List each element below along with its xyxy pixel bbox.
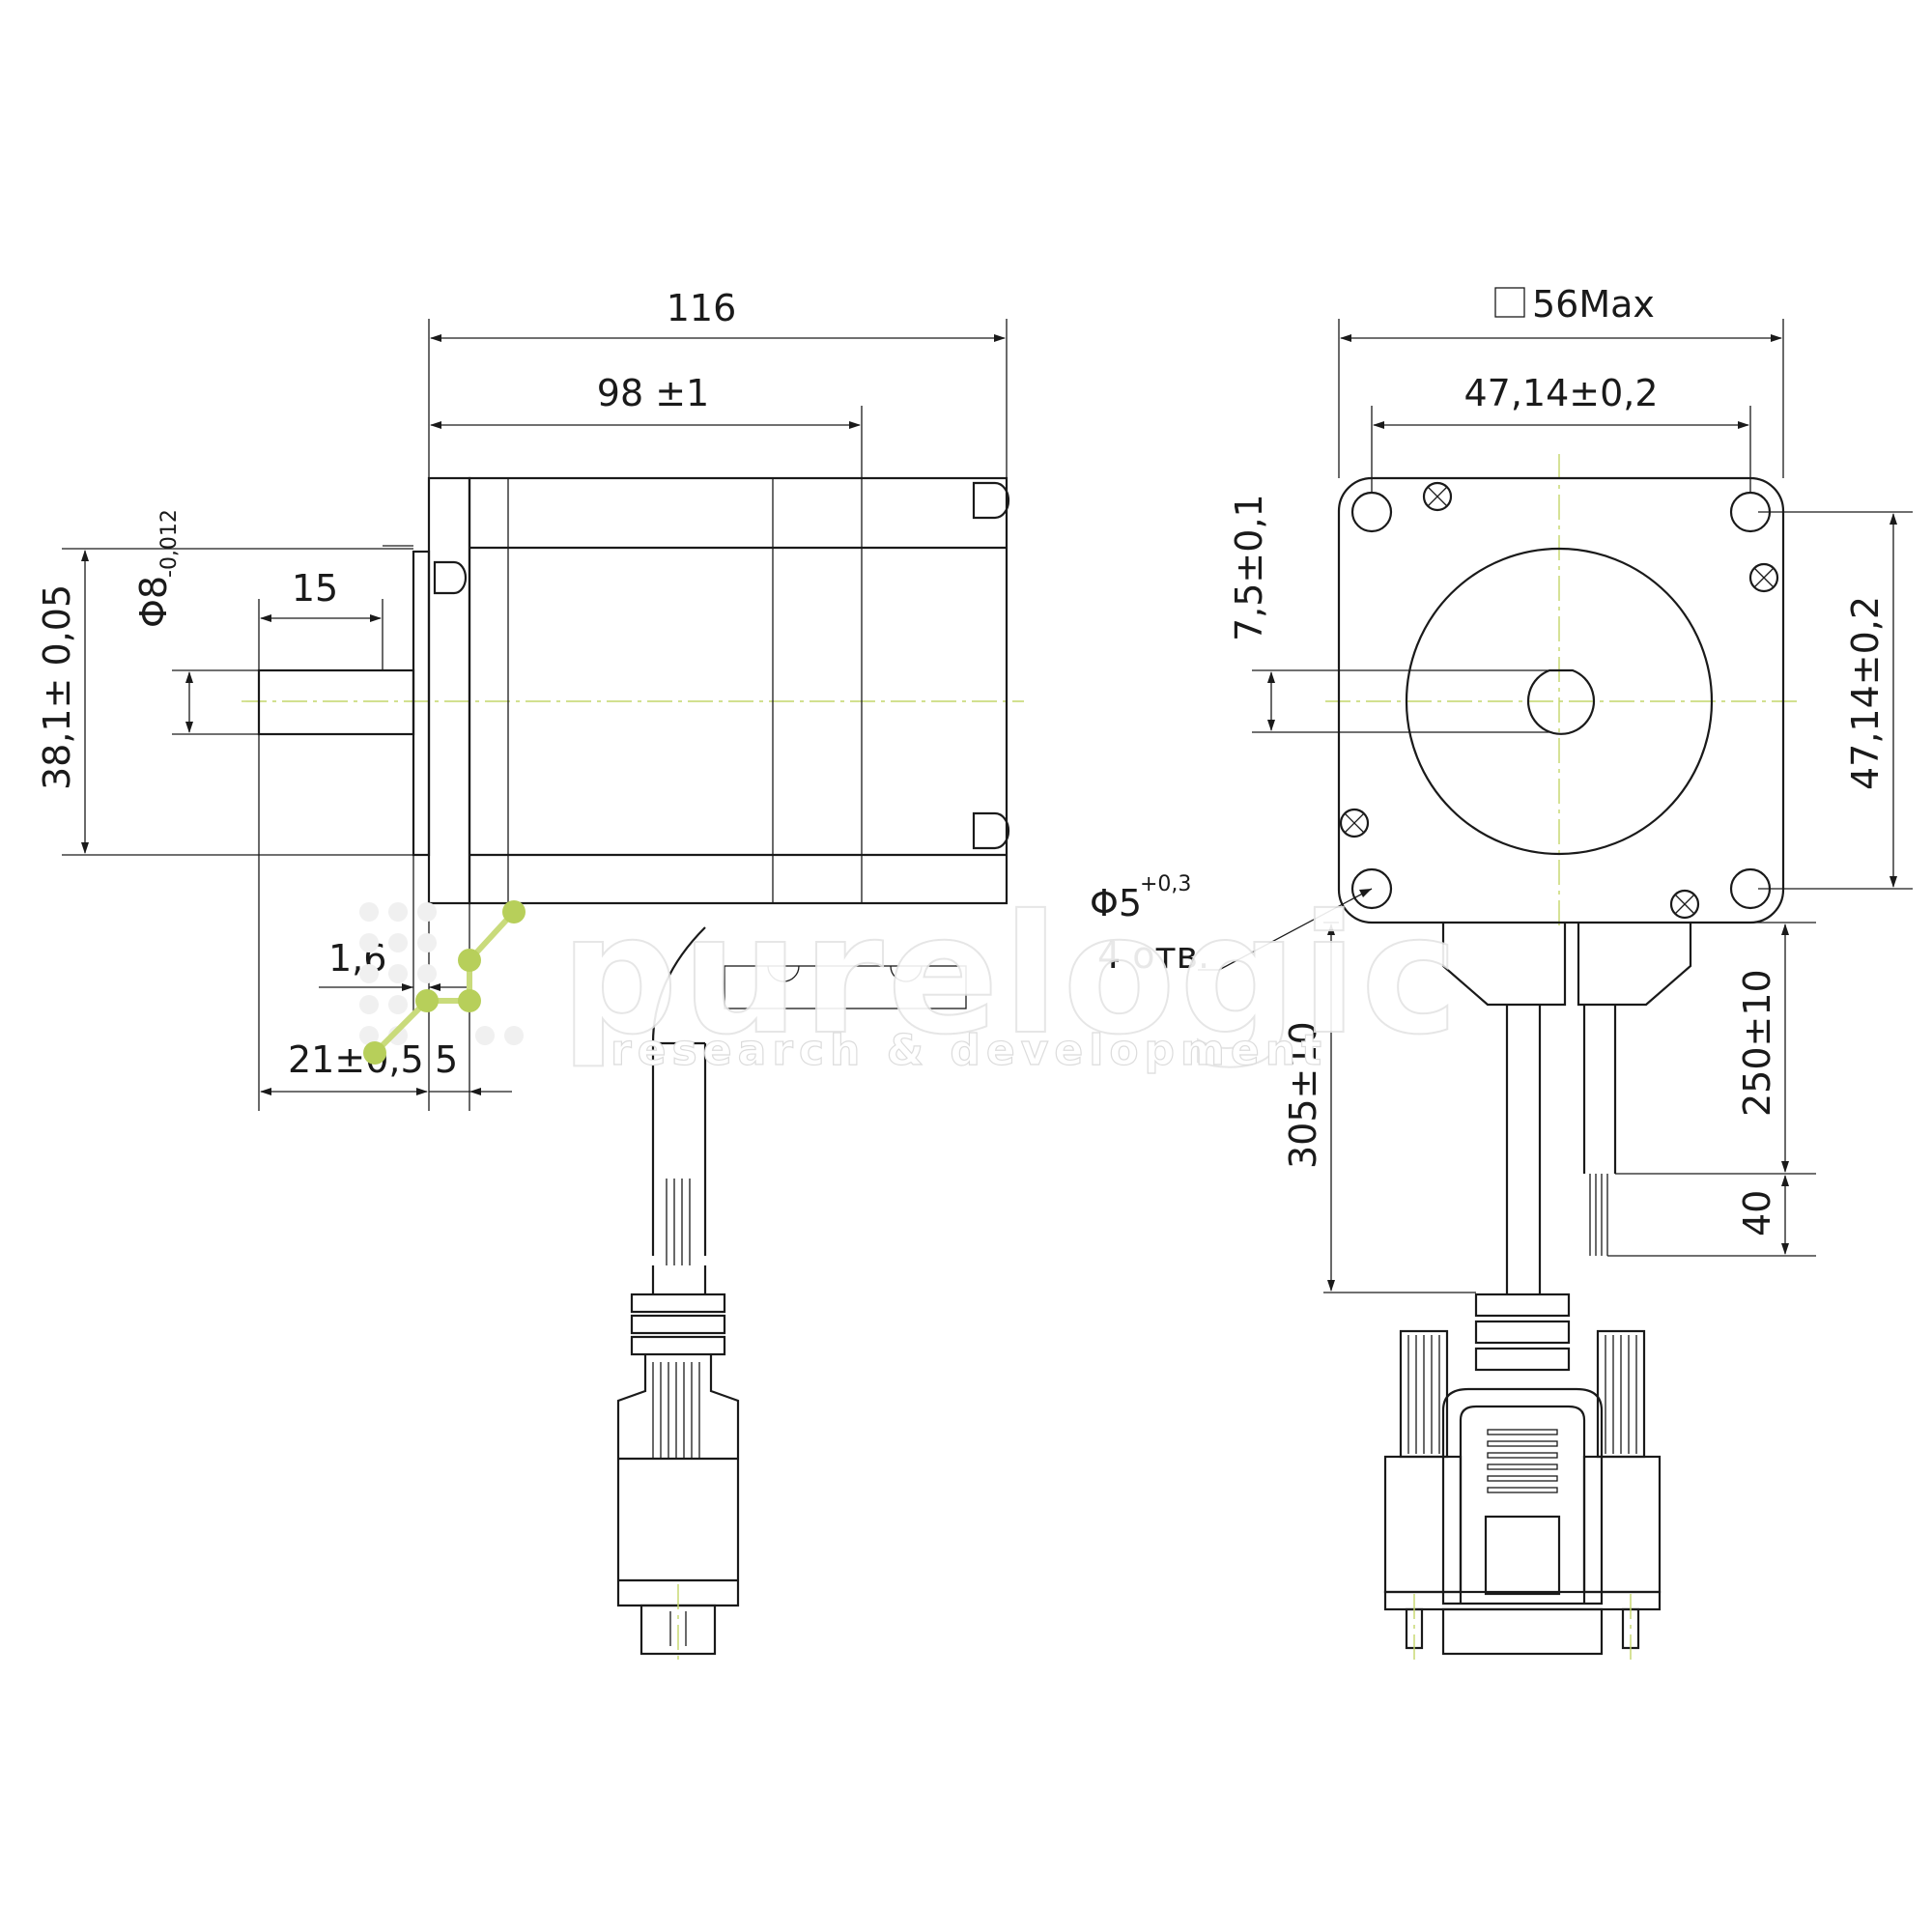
label-pilot-diameter: 38,1± 0,05: [36, 584, 78, 790]
label-hole-spacing-v: 47,14±0,2: [1844, 596, 1887, 790]
label-shaft-overall: 21±0,5: [288, 1038, 424, 1081]
front-flange: [427, 476, 471, 905]
label-shaft-diameter: Φ8: [132, 576, 175, 628]
label-body-length: 98 ±1: [597, 372, 709, 414]
mounting-hole: [1350, 867, 1393, 910]
screw-icon: [1422, 481, 1453, 512]
label-hole-count: 4 отв.: [1097, 934, 1209, 977]
mounting-hole: [1350, 491, 1393, 533]
label-pilot-length: 5: [435, 1038, 458, 1081]
label-shaft-diameter-group: Φ8 -0,012: [132, 509, 182, 628]
label-flat-depth: 7,5±0,1: [1228, 494, 1270, 641]
shaft-flat: [1526, 668, 1596, 735]
logo-network-icon: [363, 900, 526, 1065]
screw-icon: [1748, 562, 1779, 593]
watermark-tagline: research & development: [611, 1026, 1327, 1075]
square-symbol-icon: [1494, 287, 1525, 318]
label-hole-diameter: Φ5: [1090, 882, 1142, 924]
screw-icon: [1339, 808, 1370, 838]
pilot: [412, 550, 431, 857]
label-cable-motor: 250±10: [1736, 969, 1778, 1117]
label-hole-diameter-tol: +0,3: [1140, 872, 1191, 896]
label-shaft-diameter-tol: -0,012: [157, 509, 182, 578]
label-overall-length: 116: [667, 287, 737, 329]
watermark: purelogic research & development: [359, 879, 1463, 1076]
pilot-circle: [1405, 547, 1714, 856]
motor-body: [468, 476, 1009, 905]
shaft: [257, 668, 415, 736]
label-cable-encoder: 305±10: [1282, 1021, 1324, 1169]
watermark-brand: purelogic: [560, 880, 1463, 1071]
side-view: 116 98 ±1 15 Φ8 -0,012 38,1± 0,05 1,6 21…: [36, 287, 1024, 1662]
logo-dots-icon: [359, 902, 524, 1045]
label-shaft-length: 15: [292, 567, 338, 610]
label-hole-spacing-h: 47,14±0,2: [1463, 372, 1658, 414]
label-square-size: 56Max: [1532, 283, 1655, 326]
screw-icon: [1669, 889, 1700, 920]
front-view: 56Max 47,14±0,2 47,14±0,2 7,5±0,1 Φ5 +0,…: [1090, 283, 1913, 1662]
square-flange: [1337, 476, 1785, 924]
label-strip-length: 40: [1736, 1190, 1778, 1236]
